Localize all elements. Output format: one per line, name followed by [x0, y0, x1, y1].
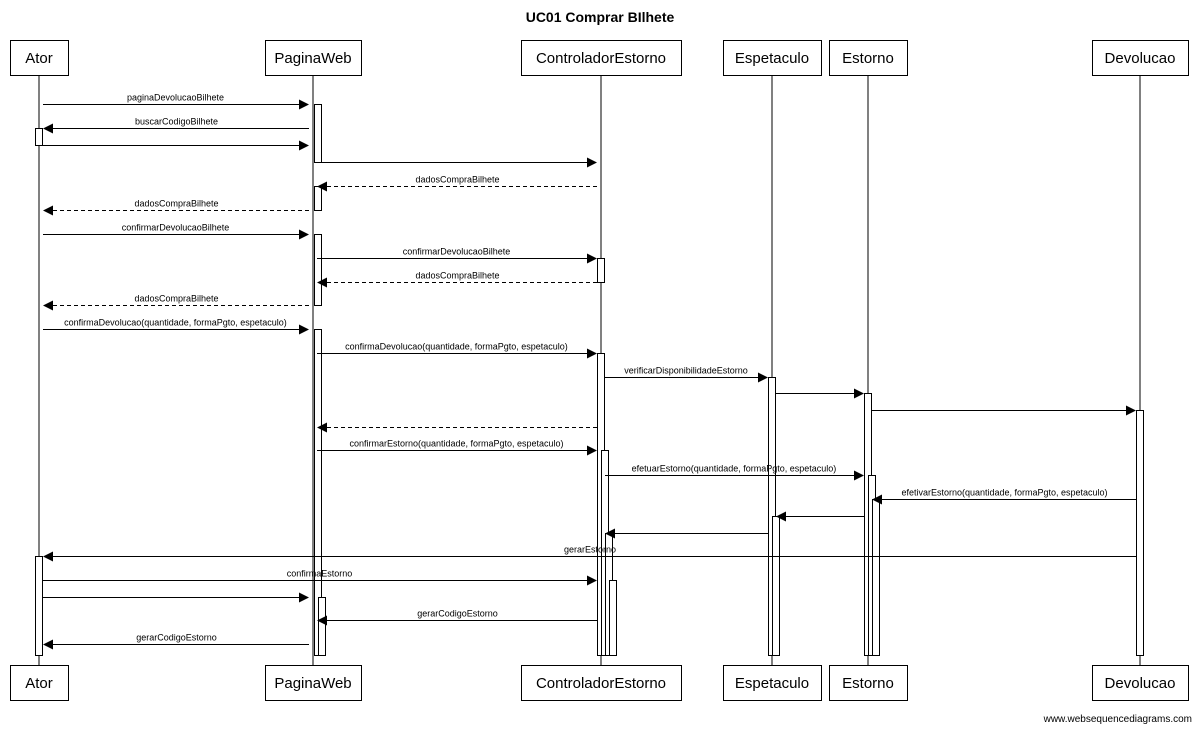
participant-paginaweb-top[interactable]: PaginaWeb [265, 40, 362, 76]
credit-text: www.websequencediagrams.com [1043, 714, 1192, 725]
message-label: verificarDisponibilidadeEstorno [624, 366, 748, 376]
activation-bar [314, 234, 322, 306]
activation-bar [772, 516, 780, 656]
message-label: confirmaDevolucao(quantidade, formaPgto,… [345, 342, 568, 352]
message-arrow: confirmaDevolucao(quantidade, formaPgto,… [317, 342, 597, 359]
message-arrow: verificarDisponibilidadeEstorno [605, 366, 768, 383]
message-arrow: confirmaDevolucao(quantidade, formaPgto,… [43, 318, 309, 335]
activation-bar [597, 258, 605, 283]
participant-estorno-top[interactable]: Estorno [829, 40, 908, 76]
activation-bar [35, 556, 43, 656]
participant-box [1092, 665, 1189, 701]
participant-box [829, 40, 908, 76]
message-label: confirmarEstorno(quantidade, formaPgto, … [349, 439, 563, 449]
participant-box [723, 665, 822, 701]
message-arrow: confirmarEstorno(quantidade, formaPgto, … [317, 439, 597, 456]
message-arrow: confirmarDevolucaoBilhete [43, 223, 309, 240]
activation-bar [35, 128, 43, 146]
activation-bar [872, 499, 880, 656]
participant-ator-bottom[interactable]: Ator [10, 665, 69, 701]
message-arrow: confirmarDevolucaoBilhete [317, 247, 597, 264]
message-label: confirmarDevolucaoBilhete [122, 223, 230, 233]
participant-box [521, 40, 682, 76]
message-label: confirmarDevolucaoBilhete [403, 247, 511, 257]
participant-controlador-bottom[interactable]: ControladorEstorno [521, 665, 682, 701]
participant-box [1092, 40, 1189, 76]
participant-espetaculo-top[interactable]: Espetaculo [723, 40, 822, 76]
participant-label: Estorno [842, 50, 894, 67]
message-arrow: dadosCompraBilhete [317, 175, 597, 192]
participant-label: Ator [25, 675, 53, 692]
message-arrow: dadosCompraBilhete [43, 199, 309, 216]
message-arrow: efetuarEstorno(quantidade, formaPgto, es… [605, 464, 864, 481]
participant-label: Espetaculo [735, 675, 809, 692]
diagram-title: UC01 Comprar BIlhete [526, 9, 675, 25]
participant-estorno-bottom[interactable]: Estorno [829, 665, 908, 701]
participant-controlador-top[interactable]: ControladorEstorno [521, 40, 682, 76]
message-arrow: buscarCodigoBilhete [43, 117, 309, 134]
message-arrow: confirmaEstorno [43, 569, 597, 586]
activation-bar [314, 104, 322, 163]
activation-bar [318, 597, 326, 656]
message-label: efetivarEstorno(quantidade, formaPgto, e… [901, 488, 1107, 498]
participant-label: Devolucao [1105, 50, 1176, 67]
message-arrow: gerarCodigoEstorno [317, 609, 597, 626]
message-label: dadosCompraBilhete [415, 175, 499, 185]
activation-bar [314, 186, 322, 211]
message-label: confirmaDevolucao(quantidade, formaPgto,… [64, 318, 287, 328]
participant-box [10, 665, 69, 701]
participant-box [521, 665, 682, 701]
participant-box [265, 665, 362, 701]
participant-paginaweb-bottom[interactable]: PaginaWeb [265, 665, 362, 701]
message-label: gerarEstorno [564, 545, 616, 555]
message-arrow: paginaDevolucaoBilhete [43, 93, 309, 110]
participant-label: ControladorEstorno [536, 675, 666, 692]
participant-box [723, 40, 822, 76]
message-label: buscarCodigoBilhete [135, 117, 218, 127]
message-arrow: gerarEstorno [43, 545, 1136, 562]
participant-devolucao-bottom[interactable]: Devolucao [1092, 665, 1189, 701]
participant-label: Ator [25, 50, 53, 67]
participant-label: PaginaWeb [274, 50, 351, 67]
participant-devolucao-top[interactable]: Devolucao [1092, 40, 1189, 76]
participant-label: PaginaWeb [274, 675, 351, 692]
message-label: dadosCompraBilhete [415, 271, 499, 281]
message-label: dadosCompraBilhete [134, 199, 218, 209]
participant-espetaculo-bottom[interactable]: Espetaculo [723, 665, 822, 701]
participant-label: Devolucao [1105, 675, 1176, 692]
message-arrow: gerarCodigoEstorno [43, 633, 309, 650]
participant-label: Estorno [842, 675, 894, 692]
activation-bar [1136, 410, 1144, 656]
activation-bar [609, 580, 617, 656]
participant-label: Espetaculo [735, 50, 809, 67]
participant-ator-top[interactable]: Ator [10, 40, 69, 76]
participant-label: ControladorEstorno [536, 50, 666, 67]
message-label: confirmaEstorno [287, 569, 353, 579]
message-arrow: dadosCompraBilhete [43, 294, 309, 311]
participant-box [829, 665, 908, 701]
participant-box [265, 40, 362, 76]
message-label: dadosCompraBilhete [134, 294, 218, 304]
participant-box [10, 40, 69, 76]
message-label: efetuarEstorno(quantidade, formaPgto, es… [632, 464, 837, 474]
message-label: gerarCodigoEstorno [136, 633, 217, 643]
message-arrow: dadosCompraBilhete [317, 271, 597, 288]
message-arrow: efetivarEstorno(quantidade, formaPgto, e… [872, 488, 1136, 505]
message-label: paginaDevolucaoBilhete [127, 93, 224, 103]
message-label: gerarCodigoEstorno [417, 609, 498, 619]
